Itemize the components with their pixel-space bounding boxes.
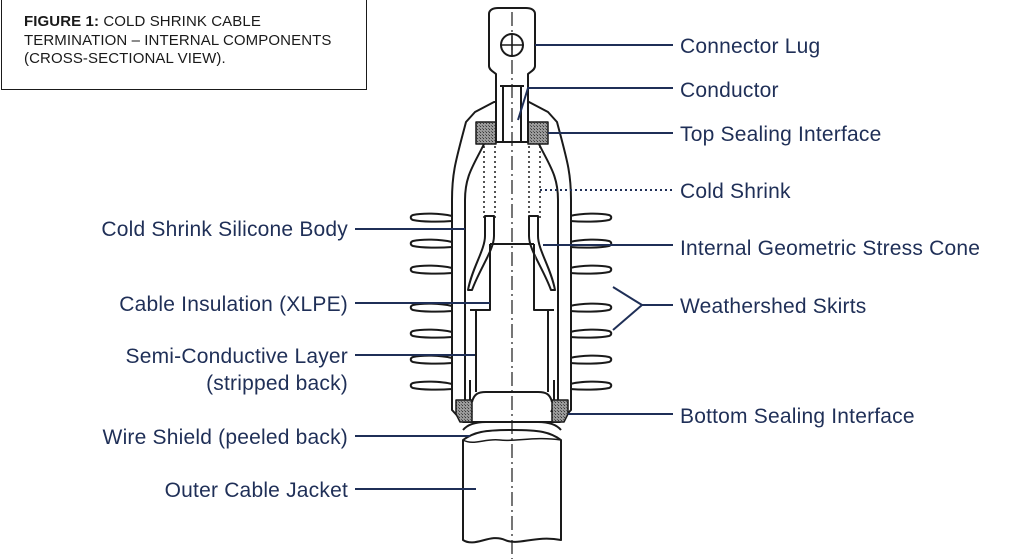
label-silicone-body: Cold Shrink Silicone Body xyxy=(101,218,348,241)
semi-conductive-layer xyxy=(469,309,555,408)
label-wire-shield: Wire Shield (peeled back) xyxy=(103,426,348,449)
label-semi-conductive-line1: Semi-Conductive Layer xyxy=(126,345,348,368)
bottom-seal-left xyxy=(455,399,473,423)
figure-caption: FIGURE 1: COLD SHRINK CABLE TERMINATION … xyxy=(1,0,367,90)
cold-shrink-dotted-lines xyxy=(483,146,541,218)
label-outer-cable-jacket: Outer Cable Jacket xyxy=(165,479,348,502)
leader-lines xyxy=(355,44,673,490)
caption-line-2: TERMINATION – INTERNAL COMPONENTS xyxy=(24,31,332,49)
stress-cone-left xyxy=(467,215,495,291)
connector-lug xyxy=(488,7,536,143)
top-seal-right xyxy=(527,121,549,145)
label-semi-conductive-line2: (stripped back) xyxy=(206,372,348,395)
label-cold-shrink: Cold Shrink xyxy=(680,180,791,203)
cable-insulation xyxy=(475,244,549,392)
label-bottom-sealing-interface: Bottom Sealing Interface xyxy=(680,405,915,428)
caption-line-1: COLD SHRINK CABLE xyxy=(103,13,261,30)
label-top-sealing-interface: Top Sealing Interface xyxy=(680,123,882,146)
label-cable-insulation: Cable Insulation (XLPE) xyxy=(119,293,348,316)
label-stress-cone: Internal Geometric Stress Cone xyxy=(680,237,980,260)
bottom-seal-right xyxy=(551,399,569,423)
top-seal-left xyxy=(475,121,497,145)
weathershed-skirts-left xyxy=(409,212,453,391)
weathershed-skirts-right xyxy=(569,212,613,391)
label-connector-lug: Connector Lug xyxy=(680,35,820,58)
label-weathershed-skirts: Weathershed Skirts xyxy=(680,295,866,318)
label-conductor: Conductor xyxy=(680,79,779,102)
figure-number: FIGURE 1: xyxy=(24,13,100,30)
silicone-body-inner xyxy=(464,141,559,413)
termination-drawing xyxy=(409,7,613,559)
caption-line-3: (CROSS-SECTIONAL VIEW). xyxy=(24,50,226,67)
stress-cone-right xyxy=(528,215,556,291)
